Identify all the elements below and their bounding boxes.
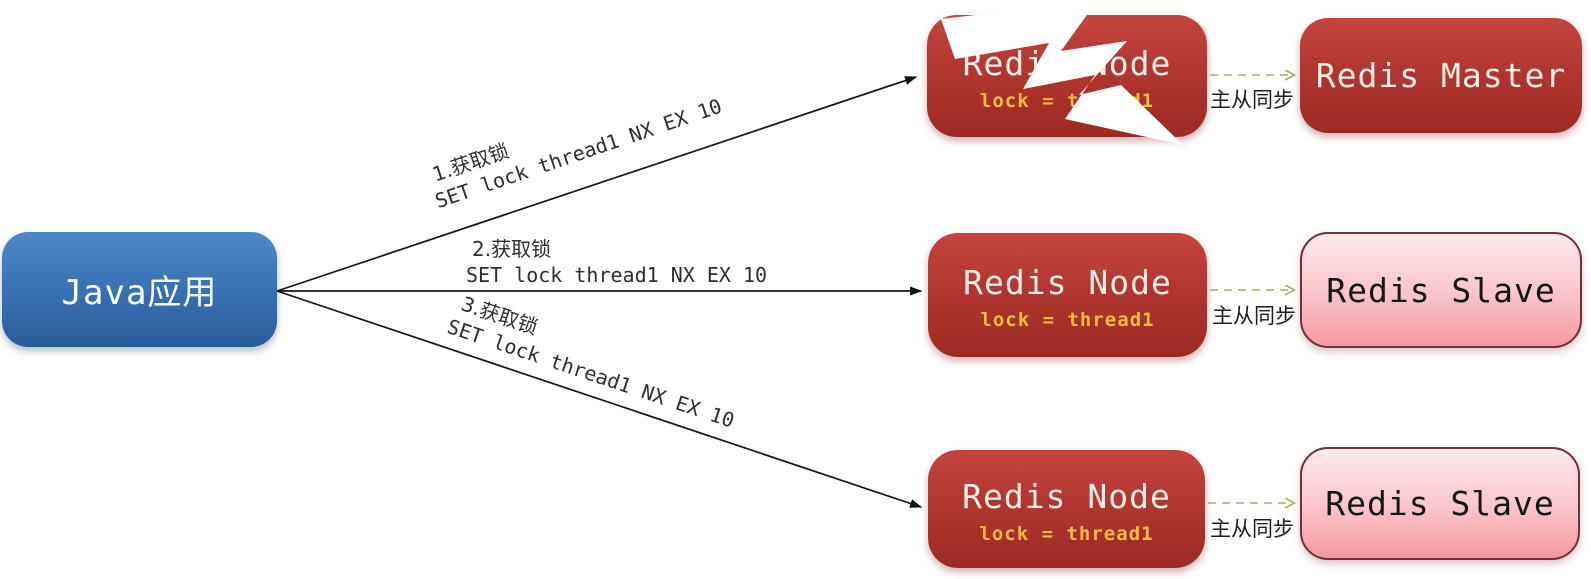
redis-node-3-title: Redis Node — [962, 477, 1171, 516]
sync-label-1: 主从同步 — [1210, 88, 1294, 112]
redis-slave-1-title: Redis Slave — [1326, 270, 1556, 310]
redis-slave-node-2: Redis Slave — [1300, 447, 1580, 560]
lock-request-label-2: 2.获取锁 SET lock thread1 NX EX 10 — [466, 236, 767, 288]
redis-node-1: Redis Node lock = thread1 — [927, 15, 1207, 137]
sync-label-3: 主从同步 — [1210, 517, 1294, 541]
lock-request-2-step: 2.获取锁 — [472, 237, 552, 261]
lock-request-label-1: 1.获取锁 SET lock thread1 NX EX 10 — [423, 68, 725, 214]
redis-master-title: Redis Master — [1315, 56, 1567, 95]
redis-node-1-title: Redis Node — [962, 44, 1172, 83]
redis-master-node: Redis Master — [1300, 18, 1582, 133]
redis-slave-2-title: Redis Slave — [1325, 484, 1555, 523]
sync-label-2: 主从同步 — [1212, 304, 1296, 328]
lock-request-label-3: 3.获取锁 SET lock thread1 NX EX 10 — [444, 289, 746, 434]
redis-slave-node-1: Redis Slave — [1300, 232, 1582, 348]
acquire-lock-arrow-3 — [276, 290, 923, 508]
redis-node-2: Redis Node lock = thread1 — [928, 233, 1207, 357]
redis-node-3-lock-value: lock = thread1 — [979, 523, 1154, 545]
redis-node-2-title: Redis Node — [963, 263, 1172, 302]
redis-node-2-lock-value: lock = thread1 — [980, 309, 1155, 331]
java-app-label: Java应用 — [61, 273, 218, 313]
redis-node-3: Redis Node lock = thread1 — [928, 450, 1205, 568]
redis-node-1-lock-value: lock = thread1 — [979, 90, 1155, 112]
lock-request-2-command: SET lock thread1 NX EX 10 — [466, 263, 768, 287]
java-app-node: Java应用 — [2, 232, 277, 347]
